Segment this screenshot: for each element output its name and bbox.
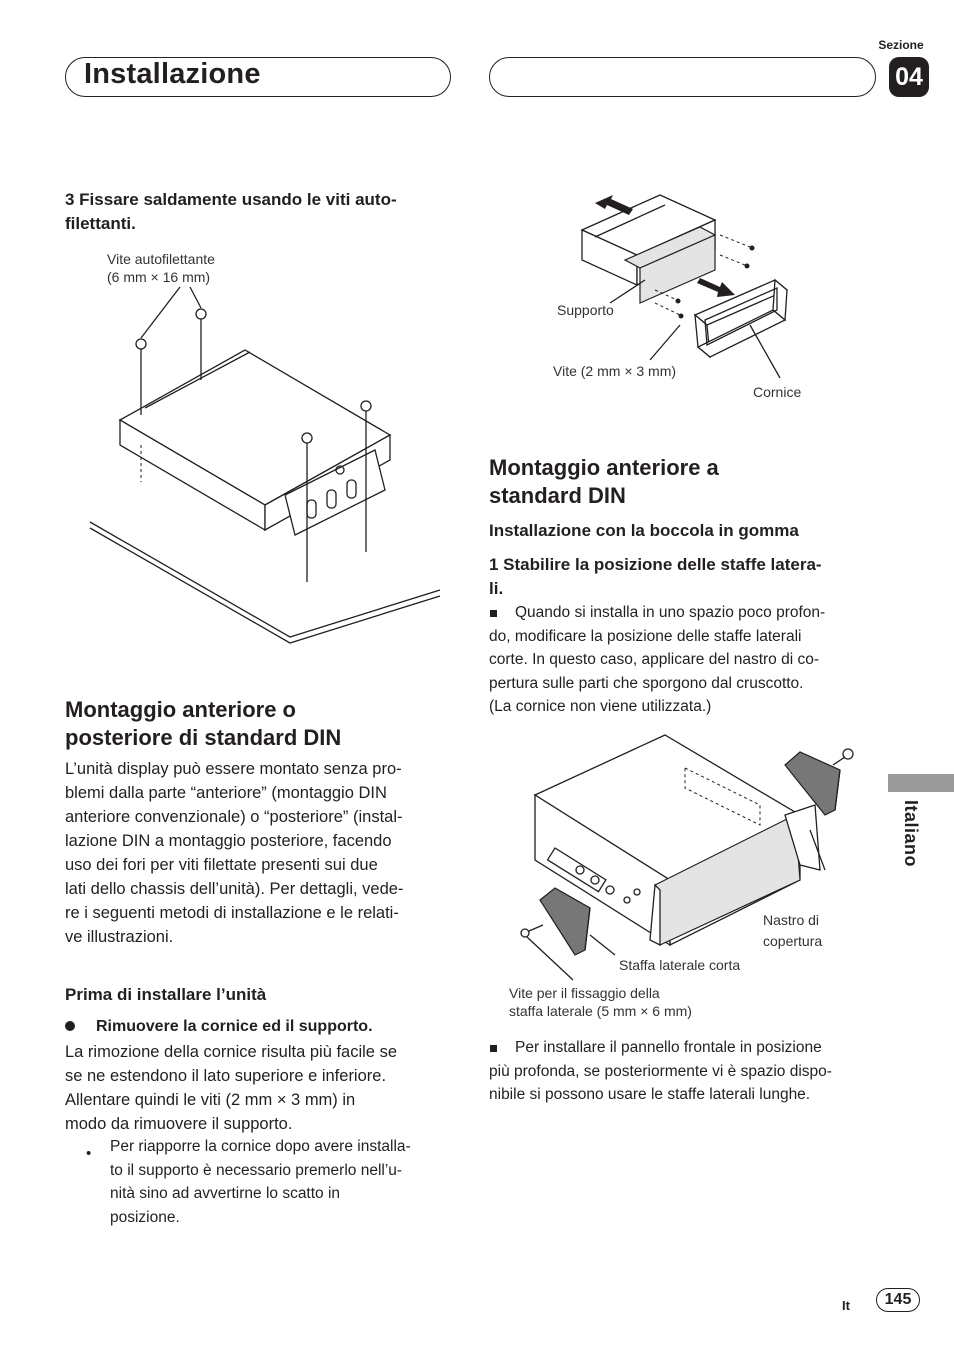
short-side-bracket-lower [520, 887, 591, 956]
fig2-removal-illustration [580, 194, 789, 379]
dashed-alt-position [684, 767, 761, 826]
leader-lines [526, 829, 826, 981]
footer-lang-code: It [842, 1298, 850, 1313]
unit-front-block [623, 226, 717, 304]
step-1-instruction: 1 Stabilire la posizione delle staffe la… [489, 555, 822, 598]
note1-square-bullet [490, 610, 497, 617]
right-subsection-title: Installazione con la boccola in gomma [489, 521, 799, 540]
fig3-label-vite: Vite per il fissaggio della staffa later… [509, 985, 692, 1019]
fig2-label-supporto: Supporto [557, 302, 614, 318]
bullet-text: La rimozione della cornice risulta più f… [65, 1043, 397, 1133]
trim-ring [693, 278, 789, 359]
side-bracket [284, 449, 386, 536]
note1-text: Quando si installa in uno spazio poco pr… [489, 604, 826, 715]
left-section-title: Montaggio anteriore o posteriore di stan… [65, 697, 342, 750]
note2-text: Per installare il pannello frontale in p… [489, 1039, 832, 1103]
caption-leader-lines [140, 286, 202, 339]
fig3-label-staffa: Staffa laterale corta [619, 957, 741, 973]
fig2-label-vite: Vite (2 mm × 3 mm) [553, 363, 677, 379]
fig3-label-nastro: Nastro di copertura [763, 912, 823, 949]
header-title-frame [65, 57, 451, 97]
bullet-dot [65, 1021, 75, 1031]
arrow-out [697, 278, 735, 297]
self-tapping-screws [135, 308, 372, 582]
language-tab [888, 774, 954, 792]
page-title: Installazione [84, 58, 261, 90]
mounting-surface [89, 521, 441, 644]
fig1-screw-caption: Vite autofilettante (6 mm × 16 mm) [107, 251, 215, 285]
fig1-unit-mounting-illustration [89, 286, 441, 644]
screws [654, 234, 755, 319]
fig2-label-cornice: Cornice [753, 384, 802, 400]
language-label: Italiano [901, 800, 921, 868]
left-subsection-title: Prima di installare l’unità [65, 985, 267, 1004]
side-holes [546, 847, 641, 904]
step-3-instruction: 3 Fissare saldamente usando le viti auto… [65, 190, 397, 233]
header-blank-frame [489, 57, 876, 97]
section-label: Sezione [878, 38, 924, 52]
right-section-title: Montaggio anteriore a standard DIN [489, 455, 719, 508]
note2-square-bullet [490, 1045, 497, 1052]
leader-lines [609, 279, 781, 379]
bullet-title: Rimuovere la cornice ed il supporto. [96, 1018, 373, 1035]
front-panel [649, 814, 801, 947]
page-number: 145 [876, 1288, 920, 1312]
short-side-bracket-upper [784, 748, 854, 816]
section-number-badge: 04 [889, 57, 929, 97]
left-intro-text: L’unità display può essere montato senza… [65, 760, 404, 946]
arrow-back [595, 195, 633, 215]
masking-tape [784, 804, 821, 871]
sub-bullet-text: Per riapporre la cornice dopo avere inst… [110, 1138, 411, 1226]
fig3-side-bracket-illustration [520, 734, 854, 981]
sub-bullet-mark: • [86, 1145, 92, 1162]
